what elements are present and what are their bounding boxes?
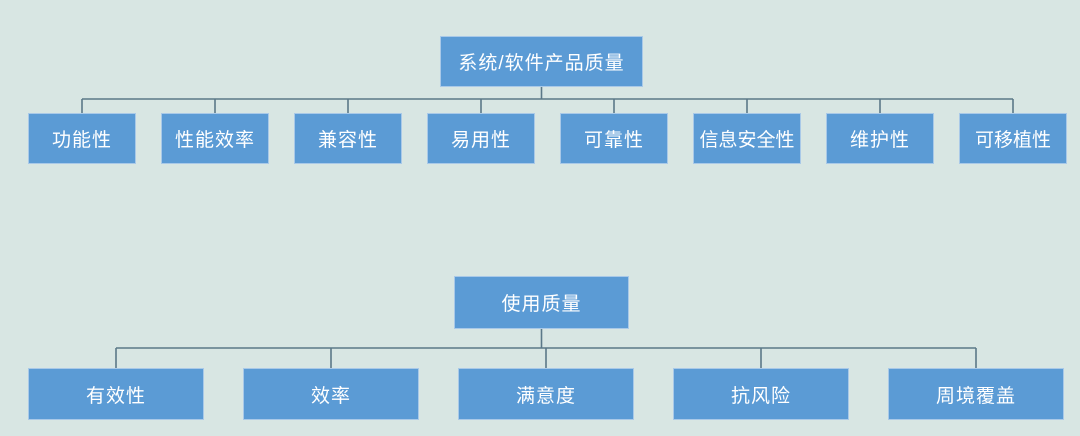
tree-node: 信息安全性: [693, 113, 801, 164]
tree-node: 抗风险: [673, 368, 849, 420]
tree-node: 效率: [243, 368, 419, 420]
tree-node: 有效性: [28, 368, 204, 420]
tree-node: 性能效率: [161, 113, 269, 164]
tree-node: 可移植性: [959, 113, 1067, 164]
node-product-quality-root: 系统/软件产品质量: [440, 36, 643, 87]
tree-node: 可靠性: [560, 113, 668, 164]
tree-node: 功能性: [28, 113, 136, 164]
tree-node: 兼容性: [294, 113, 402, 164]
tree-node: 周境覆盖: [888, 368, 1064, 420]
tree-node: 维护性: [826, 113, 934, 164]
node-quality-in-use-root: 使用质量: [454, 276, 629, 329]
tree-node: 易用性: [427, 113, 535, 164]
tree-node: 满意度: [458, 368, 634, 420]
